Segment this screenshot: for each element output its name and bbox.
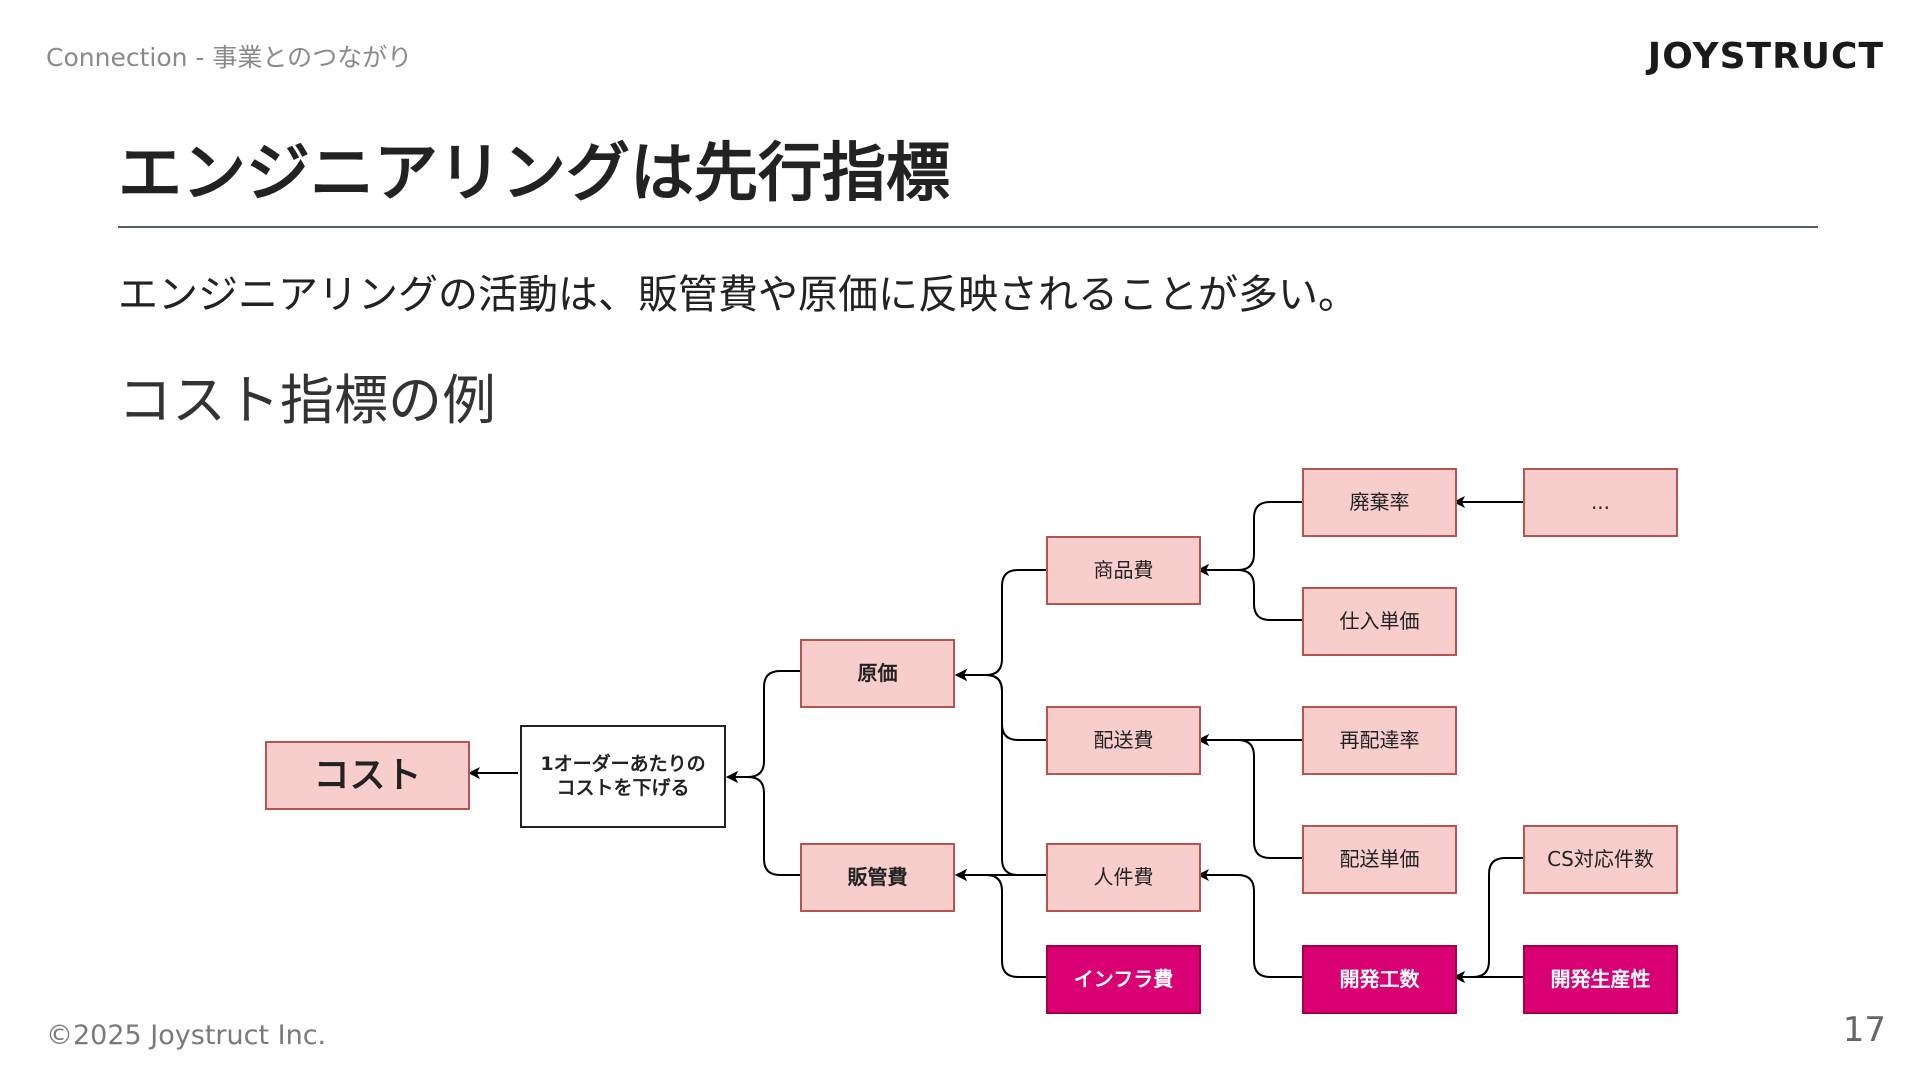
breadcrumb: Connection - 事業とのつながり [46,43,413,72]
logo: JOYSTRUCT [1647,36,1884,77]
connector-personnel-to-cogs [955,669,1046,876]
node-infra: インフラ費 [1046,945,1201,1014]
node-cost: コスト [265,741,470,810]
section-heading: コスト指標の例 [118,369,496,432]
connector-cs-cases-to-dev-effort [1453,857,1523,983]
connector-sga-to-per-order [726,771,800,876]
connector-infra-to-sga [955,869,1046,978]
copyright: ©2025 Joystruct Inc. [46,1020,327,1051]
title-divider [118,226,1818,228]
node-personnel: 人件費 [1046,843,1201,912]
node-delivery: 配送費 [1046,706,1201,775]
node-cs-cases: CS対応件数 [1523,825,1678,894]
node-cogs: 原価 [800,639,955,708]
node-sga: 販管費 [800,843,955,912]
node-redelivery-rate: 再配達率 [1302,706,1457,775]
connector-goods-to-cogs [955,569,1046,681]
lead-text: エンジニアリングの活動は、販管費や原価に反映されることが多い。 [118,272,1358,318]
page-number: 17 [1842,1010,1886,1050]
node-delivery-unit-price: 配送単価 [1302,825,1457,894]
page-title: エンジニアリングは先行指標 [118,137,950,211]
node-waste-rate: 廃棄率 [1302,468,1457,537]
connector-waste-rate-to-goods [1197,501,1302,576]
node-purchase-price: 仕入単価 [1302,587,1457,656]
node-per-order: 1オーダーあたりの コストを下げる [520,725,726,828]
connector-dev-effort-to-personnel [1197,869,1302,978]
node-dev-productivity: 開発生産性 [1523,945,1678,1014]
node-ellipsis: ... [1523,468,1678,537]
node-dev-effort: 開発工数 [1302,945,1457,1014]
node-goods: 商品費 [1046,536,1201,605]
connector-purchase-price-to-goods [1197,564,1302,621]
connector-cogs-to-per-order [726,670,800,783]
connector-delivery-unit-price-to-delivery [1197,734,1302,859]
